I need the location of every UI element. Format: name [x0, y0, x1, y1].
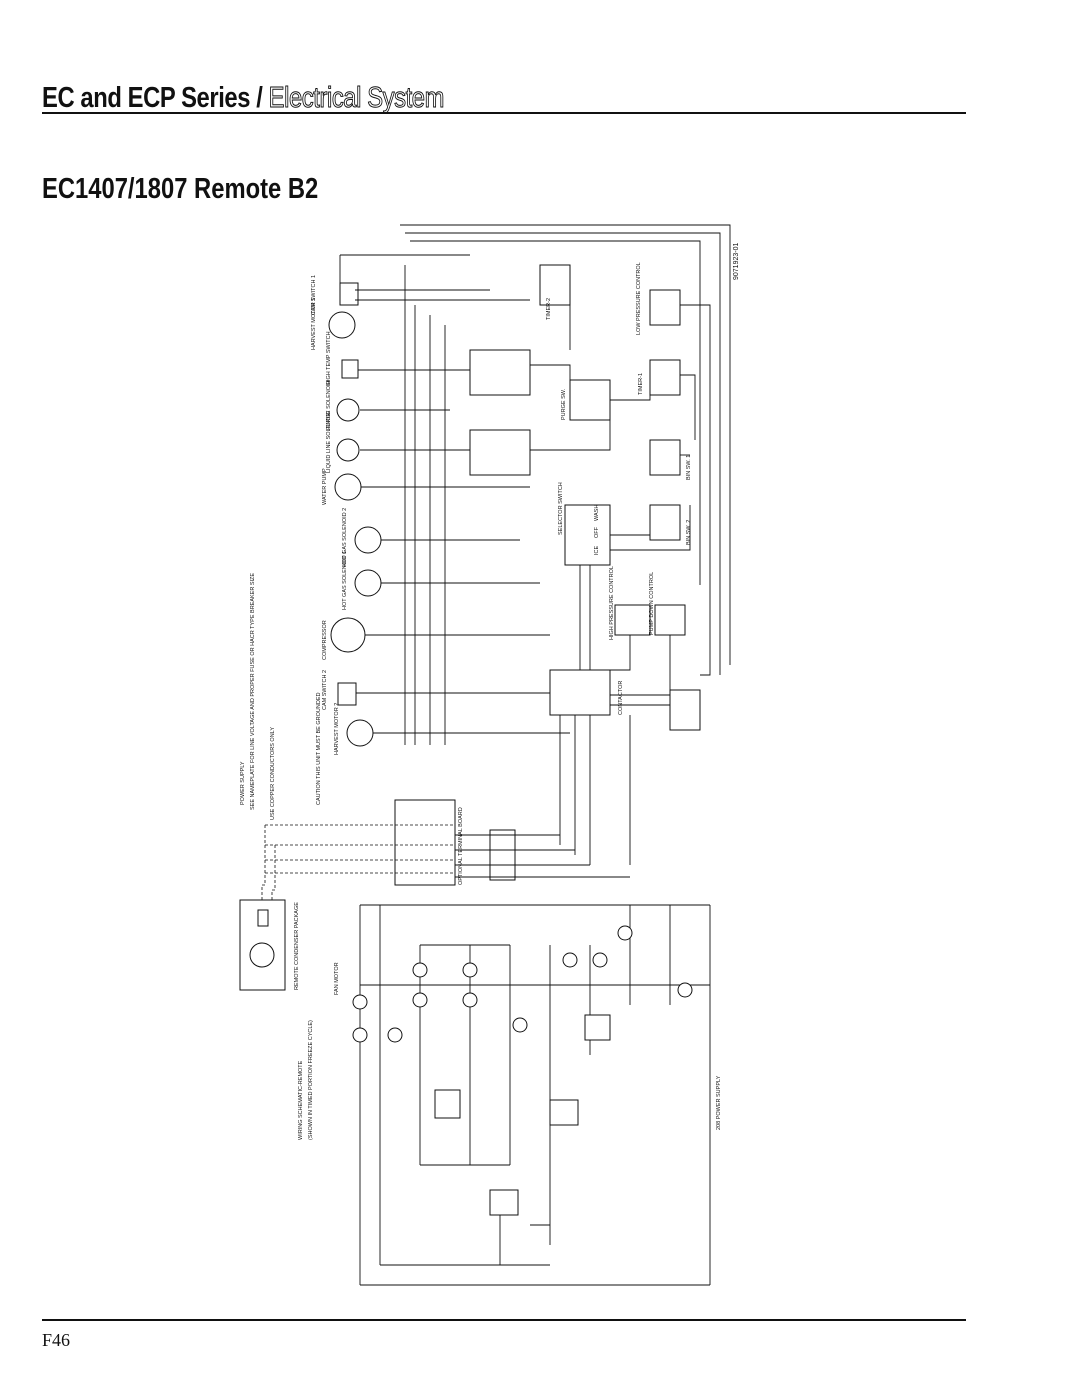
cam-switch-2-symbol: [337, 682, 357, 706]
label-timer-2: TIMER-2: [546, 298, 552, 320]
high-pressure-control-box: [614, 604, 651, 636]
compressor-coil: [352, 1027, 368, 1043]
timer-1-ladder-box: [434, 1089, 461, 1119]
label-high-temp-switch: HIGH TEMP SWITCH: [326, 331, 332, 385]
fan-motor-coil: [352, 994, 368, 1010]
section-label: Electrical System: [268, 82, 445, 115]
water-pump-symbol: [334, 473, 362, 501]
diagram-labels: 9071923-01 CAM SWITCH 1 HARVEST MOTOR 1 …: [240, 243, 740, 1140]
bin-sw-1-box: [649, 439, 681, 476]
label-harvest-motor-1: HARVEST MOTOR 1: [311, 298, 317, 350]
label-hot-gas-solenoid-1: HOT GAS SOLENOID 1: [342, 551, 348, 610]
hot-gas-coil-2: [592, 952, 608, 968]
upper-wiring: [239, 224, 731, 991]
label-remote-condenser: REMOTE CONDENSER PACKAGE: [294, 902, 300, 990]
timer-2-box: [539, 264, 571, 306]
high-temp-switch-symbol: [341, 359, 359, 379]
label-low-pressure-control: LOW PRESSURE CONTROL: [636, 262, 642, 335]
label-timer-1: TIMER-1: [638, 373, 644, 395]
timer-1-box: [649, 359, 681, 396]
cam-motor-1-coil: [412, 962, 428, 978]
label-nameplate-note: SEE NAMEPLATE FOR LINE VOLTAGE AND PROPE…: [250, 573, 256, 810]
cam-motor-2-coil: [412, 992, 428, 1008]
hot-gas-coil-1: [562, 952, 578, 968]
label-selector-off: OFF: [594, 526, 600, 538]
label-208-power-supply: 208 POWER SUPPLY: [716, 1075, 722, 1130]
purge-solenoid-symbol: [336, 398, 360, 422]
liquid-line-coil: [512, 1017, 528, 1033]
wiring-diagram-svg: 9071923-01 CAM SWITCH 1 HARVEST MOTOR 1 …: [239, 224, 740, 1286]
optional-terminal-board: [394, 799, 456, 886]
fan-motor-symbol: [249, 942, 275, 968]
diagram-title: EC1407/1807 Remote B2: [42, 173, 319, 205]
purge-sol-coil: [617, 925, 633, 941]
bin-sw-2-box: [649, 504, 681, 541]
contactor-box: [549, 669, 611, 716]
label-wiring-schematic: WIRING SCHEMATIC-REMOTE: [298, 1060, 304, 1140]
label-bin-sw-2: BIN SW. 2: [686, 520, 692, 545]
condenser-switch: [257, 909, 269, 927]
label-selector-wash: WASH: [594, 505, 600, 521]
label-caution: CAUTION THIS UNIT MUST BE GROUNDED: [316, 693, 322, 805]
label-water-pump: WATER PUMP: [322, 468, 328, 505]
label-cam-switch-2: CAM SWITCH 2: [322, 670, 328, 710]
liquid-line-solenoid-symbol: [336, 438, 360, 462]
purge-sw-box: [569, 379, 611, 421]
label-selector-switch: SELECTOR SWITCH: [558, 482, 564, 535]
relay-2-box: [469, 429, 531, 476]
wiring-diagram: 9071923-01 CAM SWITCH 1 HARVEST MOTOR 1 …: [230, 205, 750, 1295]
relay-b-ladder-box: [549, 1099, 579, 1126]
label-compressor: COMPRESSOR: [322, 620, 328, 660]
hot-gas-solenoid-1-symbol: [354, 569, 382, 597]
header-title: EC and ECP Series / Electrical System: [42, 82, 445, 115]
timer-2-ladder-box: [584, 1014, 611, 1041]
footer-rule: [42, 1319, 966, 1321]
water-pump-coil: [387, 1027, 403, 1043]
label-hot-gas-solenoid-2: HOT GAS SOLENOID 2: [342, 508, 348, 567]
label-selector-ice: ICE: [594, 546, 600, 556]
pump-down-control-box: [654, 604, 686, 636]
terminal-block: [669, 689, 701, 731]
contactor-coil: [677, 982, 693, 998]
harvest-motor-1-symbol: [328, 311, 356, 339]
header-rule: [42, 112, 966, 114]
label-purge-solenoid: PURGE SOLENOID: [326, 380, 332, 430]
page-number: F46: [42, 1330, 71, 1350]
label-harvest-motor-2: HARVEST MOTOR 2: [334, 703, 340, 755]
compressor-symbol: [330, 617, 366, 653]
terminal-strip: [489, 829, 516, 881]
series-label: EC and ECP Series /: [42, 82, 263, 114]
label-optional-terminal-board: OPTIONAL TERMINAL BOARD: [458, 807, 464, 885]
cam-switch-1-symbol: [339, 282, 359, 306]
label-copper-note: USE COPPER CONDUCTORS ONLY: [270, 727, 276, 820]
label-purge-sw: PURGE SW.: [561, 388, 567, 420]
low-pressure-control-box: [649, 289, 681, 326]
page-header: EC and ECP Series / Electrical System: [42, 74, 966, 115]
harvest-motor-2-symbol: [346, 719, 374, 747]
relay-1-box: [469, 349, 531, 396]
relay-a-ladder-box: [489, 1189, 519, 1216]
label-fan-motor: FAN MOTOR: [334, 962, 340, 995]
label-shown-in: (SHOWN IN TIMED PORTION FREEZE CYCLE): [308, 1020, 314, 1140]
label-liquid-line-solenoid: LIQUID LINE SOLENOID: [326, 411, 332, 473]
label-bin-sw-1: BIN SW. 1: [686, 455, 692, 480]
label-pump-down-control: PUMP DOWN CONTROL: [649, 572, 655, 635]
label-cam-switch-1: CAM SWITCH 1: [311, 275, 317, 315]
hot-gas-solenoid-2-symbol: [354, 526, 382, 554]
label-high-pressure-control: HIGH PRESSURE CONTROL: [609, 566, 615, 640]
drawing-number: 9071923-01: [733, 243, 740, 280]
selector-switch-box: [564, 504, 611, 566]
relay-1-coil: [462, 962, 478, 978]
ladder-schematic: [352, 904, 711, 1286]
label-power-supply: POWER SUPPLY: [240, 761, 246, 805]
label-contactor: CONTACTOR: [618, 681, 624, 715]
relay-2-coil: [462, 992, 478, 1008]
